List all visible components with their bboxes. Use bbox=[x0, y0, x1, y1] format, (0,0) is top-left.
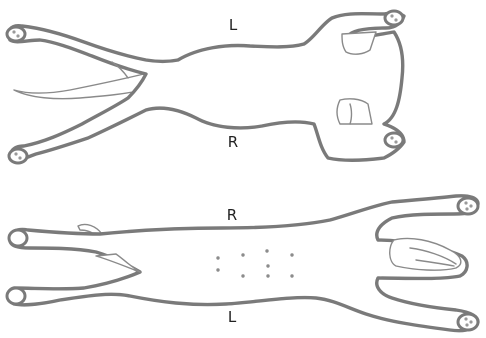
foot-pad bbox=[14, 152, 17, 155]
foot-pad bbox=[464, 201, 467, 204]
ventral-view: R L bbox=[7, 196, 478, 331]
dorsal-ear-left bbox=[337, 99, 372, 124]
ventral-lower-side-label: L bbox=[228, 308, 237, 326]
foot-pad bbox=[465, 207, 468, 210]
foot-pad bbox=[394, 140, 397, 143]
foot-pad bbox=[469, 204, 472, 207]
dot bbox=[216, 268, 219, 271]
dorsal-view: L R bbox=[7, 11, 404, 163]
dot bbox=[290, 253, 293, 256]
dorsal-foot-front-top bbox=[385, 11, 403, 25]
ventral-foot-front-bottom bbox=[458, 314, 478, 330]
dot bbox=[265, 249, 268, 252]
foot-pad bbox=[12, 30, 15, 33]
foot-pad bbox=[16, 34, 19, 37]
foot-pad bbox=[465, 323, 468, 326]
foot-pad bbox=[394, 18, 397, 21]
dot bbox=[266, 264, 269, 267]
ventral-foot-front-top bbox=[458, 198, 478, 214]
foot-pad bbox=[469, 320, 472, 323]
dorsal-upper-side-label: L bbox=[229, 16, 238, 34]
dot bbox=[290, 274, 293, 277]
ventral-upper-side-label: R bbox=[227, 206, 237, 224]
dot bbox=[216, 256, 219, 259]
ventral-foot-hind-bottom bbox=[7, 288, 25, 304]
foot-pad bbox=[464, 317, 467, 320]
dorsal-lower-side-label: R bbox=[228, 133, 238, 151]
dorsal-foot-hind-bottom bbox=[9, 149, 27, 163]
dorsal-foot-hind-top bbox=[7, 27, 25, 41]
foot-pad bbox=[18, 156, 21, 159]
foot-pad bbox=[390, 136, 393, 139]
foot-pad bbox=[390, 14, 393, 17]
dot bbox=[266, 274, 269, 277]
dot bbox=[241, 253, 244, 256]
ventral-foot-hind-top bbox=[9, 230, 27, 246]
dorsal-foot-front-bottom bbox=[385, 133, 403, 147]
dot bbox=[241, 274, 244, 277]
